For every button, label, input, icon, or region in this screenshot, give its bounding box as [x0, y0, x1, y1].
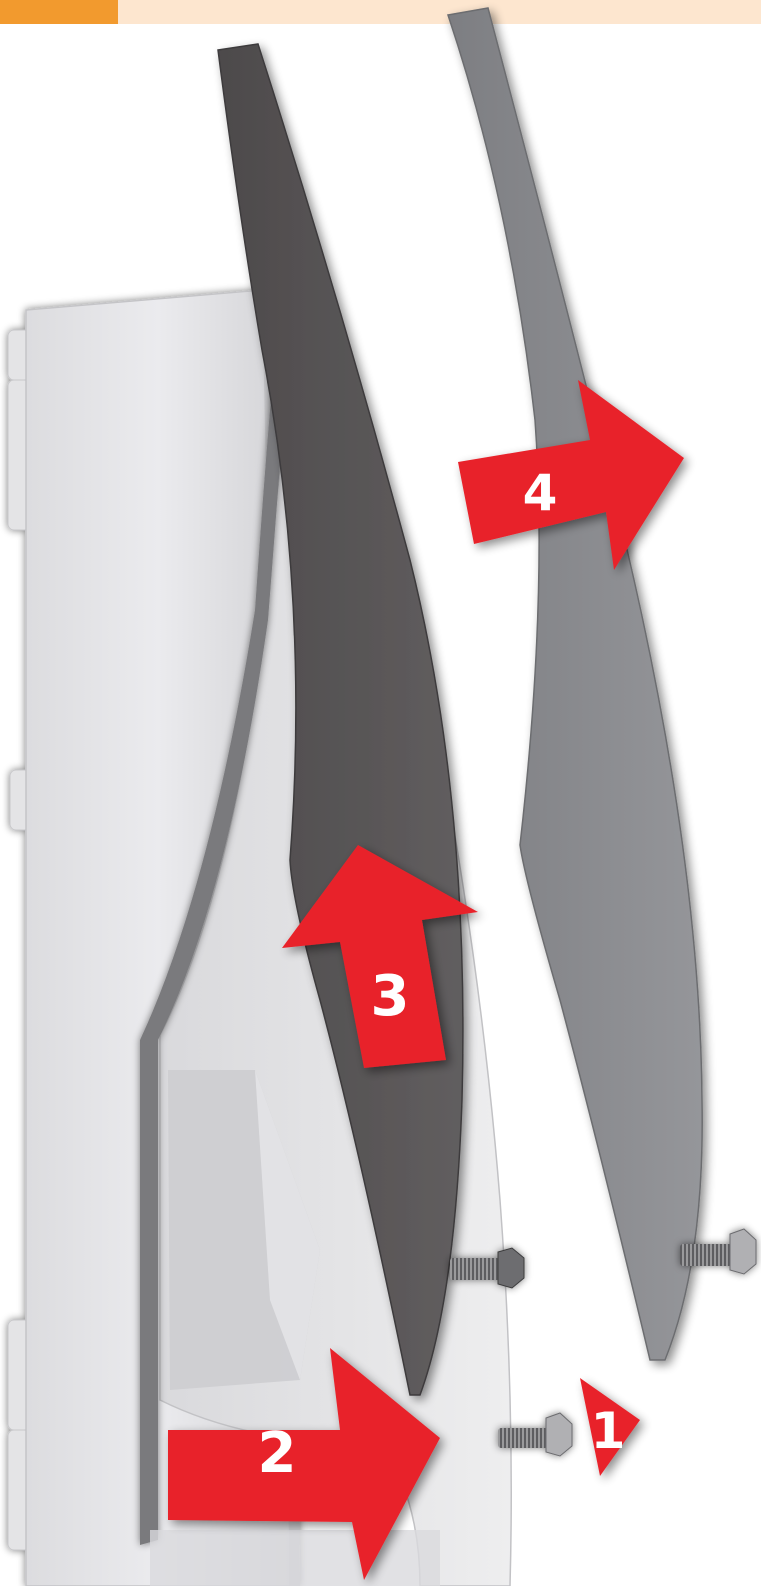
step-4-label: 4: [523, 464, 558, 522]
step-1-label: 1: [591, 1402, 626, 1460]
step-2-label: 2: [258, 1421, 297, 1486]
step-3-label: 3: [371, 964, 410, 1029]
header-accent: [0, 0, 118, 24]
